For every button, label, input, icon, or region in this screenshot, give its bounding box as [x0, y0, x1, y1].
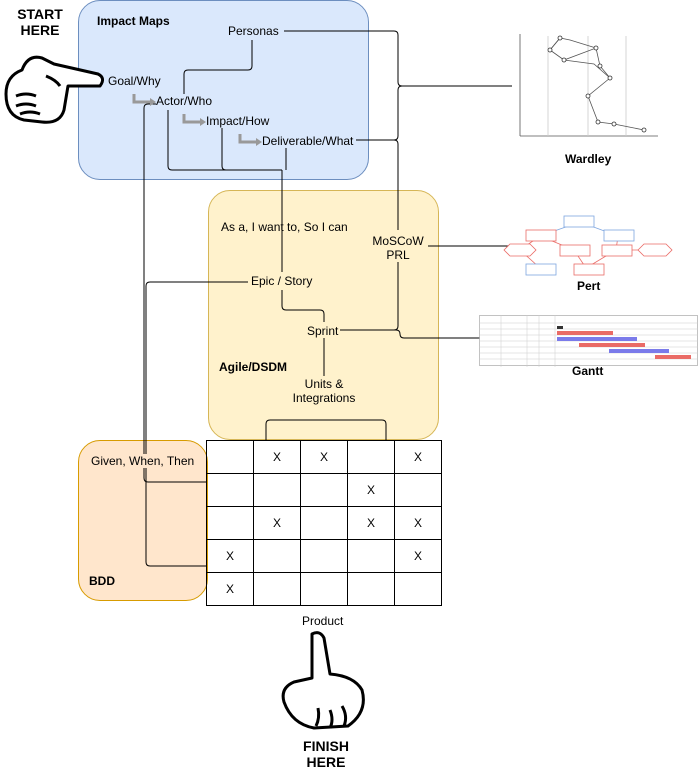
units-line1: Units &: [304, 377, 344, 391]
finish-label-line2: HERE: [306, 754, 346, 770]
start-label: START HERE: [8, 6, 72, 38]
goal-node: Goal/Why: [108, 74, 161, 88]
matrix-cell: X: [394, 539, 442, 573]
matrix-cell: [253, 539, 301, 573]
start-label-line1: START: [17, 6, 63, 22]
matrix-cell: [253, 572, 301, 606]
impact-node: Impact/How: [206, 114, 270, 128]
moscow-line1: MoSCoW: [372, 234, 424, 248]
matrix-cell: [206, 506, 254, 540]
wardley-caption: Wardley: [565, 152, 612, 166]
personas-node: Personas: [228, 24, 279, 38]
as-a-node: As a, I want to, So I can: [221, 220, 348, 234]
gantt-chart-thumbnail: [479, 315, 698, 367]
matrix-cell: [347, 440, 395, 474]
units-line2: Integrations: [292, 391, 356, 405]
product-label: Product: [302, 614, 344, 628]
matrix-cell: X: [300, 440, 348, 474]
bdd-title: BDD: [89, 574, 115, 588]
matrix-cell: [253, 473, 301, 507]
matrix-cell: [347, 539, 395, 573]
units-node: Units & Integrations: [284, 377, 364, 405]
wardley-map-thumbnail: [519, 34, 658, 137]
matrix-cell: [300, 539, 348, 573]
product-matrix: X X X X X X X X X X: [206, 440, 442, 606]
start-label-line2: HERE: [20, 22, 60, 38]
pointing-down-hand-icon: [281, 631, 365, 730]
matrix-cell: [206, 473, 254, 507]
matrix-cell: [300, 506, 348, 540]
moscow-line2: PRL: [386, 248, 410, 262]
impact-maps-title: Impact Maps: [97, 14, 170, 28]
epic-node: Epic / Story: [251, 274, 313, 288]
sprint-node: Sprint: [307, 324, 339, 338]
deliverable-node: Deliverable/What: [262, 134, 354, 148]
matrix-cell: [300, 473, 348, 507]
gantt-caption: Gantt: [572, 364, 604, 378]
finish-label-line1: FINISH: [303, 738, 349, 754]
matrix-cell: [394, 473, 442, 507]
matrix-cell: X: [253, 506, 301, 540]
matrix-cell: [394, 572, 442, 606]
moscow-node: MoSCoW PRL: [368, 234, 428, 262]
matrix-cell: [300, 572, 348, 606]
matrix-cell: X: [347, 506, 395, 540]
agile-title: Agile/DSDM: [219, 360, 288, 374]
matrix-cell: X: [206, 572, 254, 606]
finish-label: FINISH HERE: [294, 738, 358, 770]
matrix-cell: X: [394, 440, 442, 474]
actor-node: Actor/Who: [156, 94, 213, 108]
matrix-cell: [347, 572, 395, 606]
impact-maps-region: [78, 0, 369, 180]
pointing-right-hand-icon: [4, 55, 105, 124]
pert-chart-thumbnail: [503, 215, 673, 276]
matrix-cell: X: [253, 440, 301, 474]
matrix-cell: X: [206, 539, 254, 573]
pert-caption: Pert: [577, 279, 601, 293]
matrix-cell: X: [347, 473, 395, 507]
matrix-cell: X: [394, 506, 442, 540]
given-node: Given, When, Then: [91, 454, 195, 468]
matrix-cell: [206, 440, 254, 474]
